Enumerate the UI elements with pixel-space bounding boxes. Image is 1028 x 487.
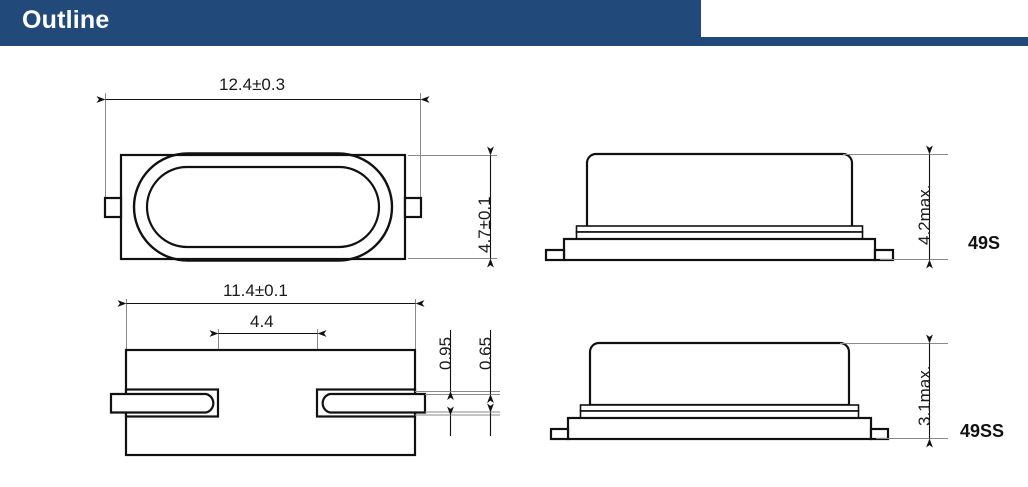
side-49ss-foot-left (549, 427, 570, 441)
side-49s-base-plate (562, 237, 877, 262)
bottom-view-group (109, 299, 500, 457)
section-header: Outline (0, 0, 1028, 46)
dim-label-top-height: 4.7±0.1 (475, 196, 494, 253)
side-view-49s-group (544, 145, 948, 269)
side-49s-shoulder-band-upper (575, 225, 864, 233)
dim-label-pad-gap: 4.4 (250, 312, 274, 331)
top-view-tab-right (403, 196, 423, 219)
side-49ss-foot-right (869, 427, 890, 441)
bottom-view-solder-pad-right (321, 392, 427, 414)
dim-label-pad-outer: 0.95 (436, 336, 455, 370)
side-49s-foot-right (873, 248, 895, 262)
dim-label-top-width: 12.4±0.3 (219, 75, 286, 94)
header-underline-rule (0, 37, 1028, 46)
header-title-box (0, 0, 701, 39)
part-label-49s: 49S (968, 233, 1001, 253)
dim-label-49s-height: 4.2max. (915, 184, 934, 245)
dim-label-bottom-width: 11.4±0.1 (223, 281, 288, 300)
top-view-can-top-inner (145, 165, 381, 249)
side-49ss-can-body (588, 341, 851, 407)
bottom-view-solder-pad-left (109, 392, 215, 414)
top-view-tab-left (103, 196, 123, 219)
top-view-body-outline (119, 153, 407, 261)
dim-label-pad-inner: 0.65 (476, 336, 495, 370)
side-49ss-shoulder-band-upper (579, 404, 860, 412)
dim-label-49ss-height: 3.1max. (915, 365, 934, 426)
top-view-group (96, 93, 497, 268)
part-label-49ss: 49SS (960, 421, 1005, 441)
side-49ss-base-plate (566, 416, 873, 441)
side-49s-foot-left (544, 248, 566, 262)
side-view-49ss-group (549, 334, 948, 448)
page-title: Outline (22, 6, 110, 34)
top-view-can-seam-outer (132, 152, 394, 262)
